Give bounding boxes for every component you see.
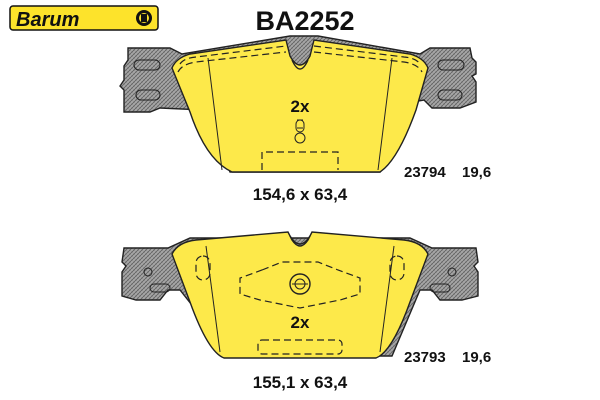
pad-lower-dimensions: 155,1 x 63,4 — [253, 373, 348, 392]
pad-upper-code: 23794 — [404, 164, 446, 181]
friction-material-lower — [171, 231, 429, 359]
brake-pad-upper — [119, 35, 477, 173]
pad-lower-quantity: 2x — [291, 313, 310, 332]
barum-logo-icon — [136, 10, 152, 26]
pad-lower-code: 23793 — [404, 349, 446, 366]
friction-material-upper — [171, 39, 429, 173]
pad-lower-thickness: 19,6 — [462, 349, 491, 366]
part-number: BA2252 — [255, 6, 354, 36]
brand-name: Barum — [16, 9, 79, 31]
pad-upper-dimensions: 154,6 x 63,4 — [253, 185, 348, 204]
brand-logo: Barum — [9, 5, 159, 31]
pad-upper-quantity: 2x — [291, 97, 310, 116]
pad-upper-thickness: 19,6 — [462, 164, 491, 181]
brake-pad-lower — [121, 231, 479, 359]
